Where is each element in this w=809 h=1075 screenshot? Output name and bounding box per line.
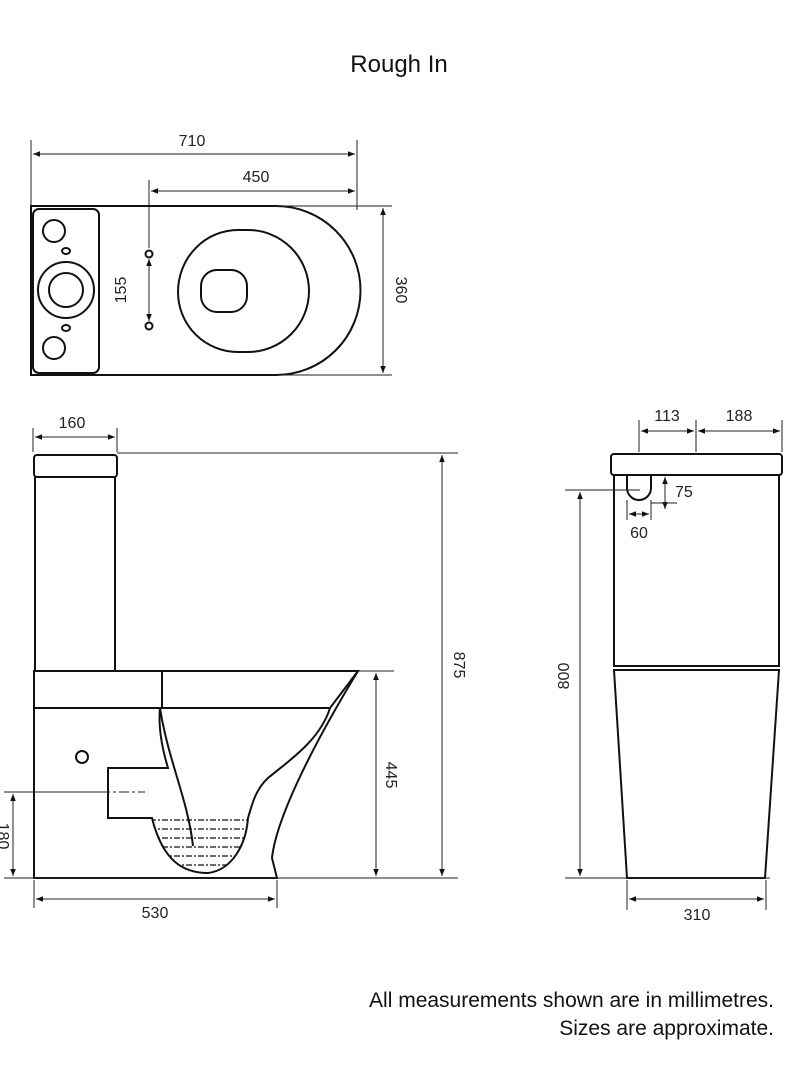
front-view: 113 188 75 60 800 310 (556, 408, 783, 924)
fixing-point-upper (144, 249, 154, 259)
trapway (107, 707, 331, 875)
drawing-title: Rough In (350, 51, 447, 78)
pan-body-front (612, 669, 781, 879)
note-units: All measurements shown are in millimetre… (369, 989, 774, 1012)
dim-875-label: 875 (450, 652, 467, 679)
fixing-hole-lower (42, 336, 66, 360)
dim-450-label: 450 (243, 169, 270, 186)
slot-upper (61, 247, 71, 255)
dim-113-label: 113 (654, 408, 680, 425)
dim-530-label: 530 (142, 905, 169, 922)
bowl-rim (176, 229, 310, 353)
cistern-lid-side (33, 454, 118, 478)
inlet-slot (626, 475, 652, 501)
trapway-inner (159, 707, 194, 847)
dim-800-label: 800 (556, 663, 573, 690)
seat-back (33, 670, 163, 709)
dim-310-label: 310 (684, 907, 711, 924)
fixing-point-lower (144, 321, 154, 331)
bowl-outlet (200, 269, 248, 313)
flush-button (48, 272, 84, 308)
dim-160-label: 160 (59, 415, 86, 432)
note-approximate: Sizes are approximate. (559, 1017, 774, 1040)
dim-75-label: 75 (675, 484, 693, 501)
dim-360-label: 360 (392, 277, 409, 304)
cistern-body-front (613, 475, 780, 667)
dim-445-label: 445 (382, 762, 399, 789)
fixing-hole-upper (42, 219, 66, 243)
flush-button-ring (37, 261, 95, 319)
dim-188-label: 188 (726, 408, 753, 425)
pan-body-side (33, 670, 359, 879)
seat-front (161, 670, 361, 709)
top-view: 710 450 155 360 (30, 133, 409, 376)
slot-lower (61, 324, 71, 332)
cistern-body-side (34, 477, 116, 670)
water-hatch (152, 819, 248, 866)
dim-710-label: 710 (179, 133, 206, 150)
side-view: 160 180 875 44 (0, 415, 467, 922)
dim-155-label: 155 (113, 277, 130, 304)
dim-60-label: 60 (630, 525, 648, 542)
cistern-lid-front (610, 453, 783, 476)
dim-180-label: 180 (0, 823, 11, 850)
cistern-lid-top (32, 208, 100, 374)
side-fixing-hole (75, 750, 89, 764)
top-pan-outline (30, 205, 362, 376)
